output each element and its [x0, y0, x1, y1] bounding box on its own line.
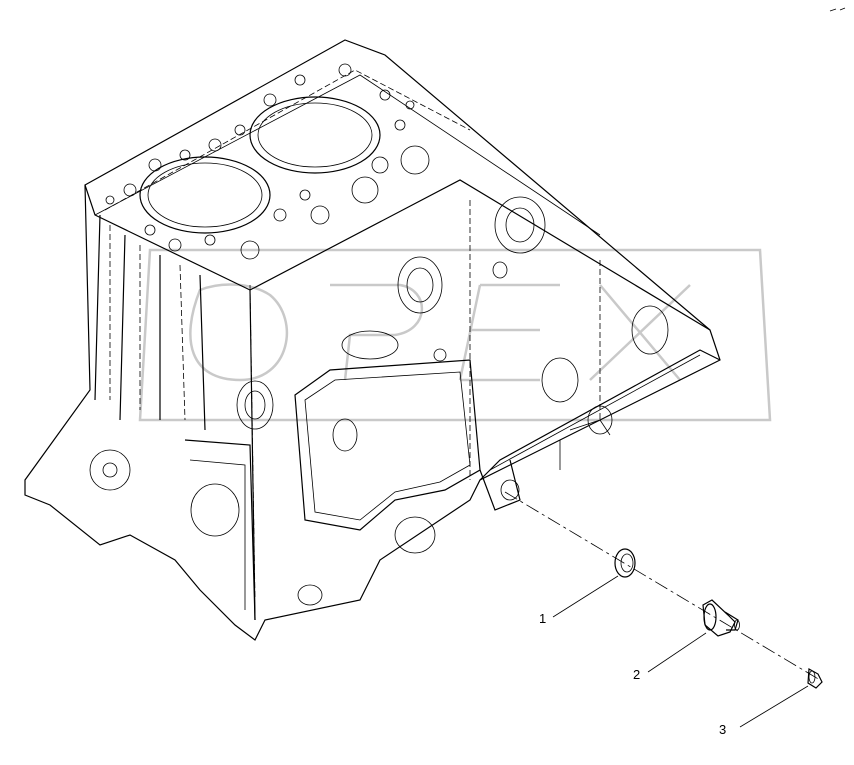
sealing-washer: [614, 548, 636, 578]
exploded-parts: [504, 491, 823, 689]
callout-label-1: 1: [539, 611, 546, 626]
engine-block: [24, 39, 721, 641]
leader-lines: [552, 575, 809, 728]
fitting: [702, 599, 740, 637]
plug: [807, 668, 823, 689]
callout-label-2: 2: [633, 667, 640, 682]
corner-mark: [829, 7, 846, 12]
watermark: [138, 248, 772, 422]
callout-label-3: 3: [719, 722, 726, 737]
